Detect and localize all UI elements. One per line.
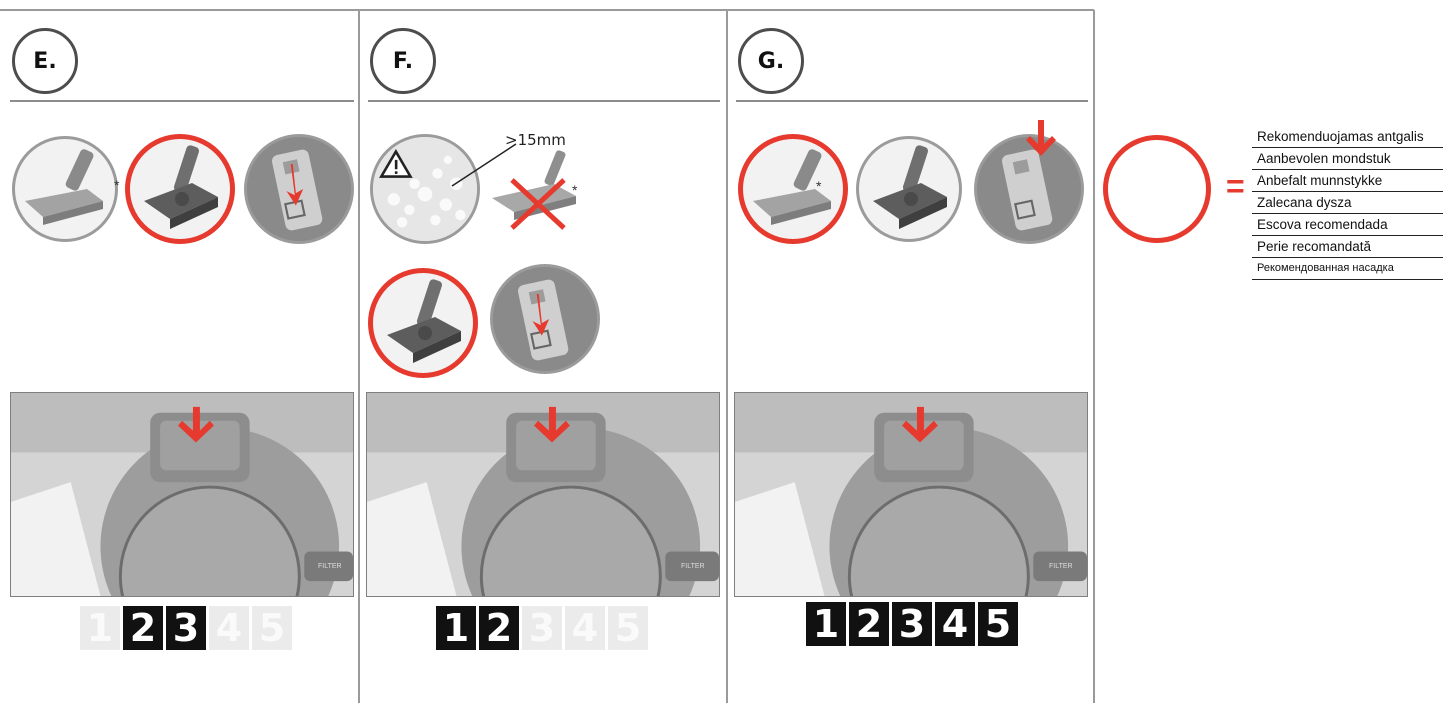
legend-translations: Rekomenduojamas antgalis Aanbevolen mond… [1252, 126, 1443, 280]
step-3: 3 [522, 606, 562, 650]
bag-indicator-icon [244, 134, 354, 244]
step-1: 1 [806, 602, 846, 646]
panel-g: G. * [728, 0, 1093, 703]
panel-header-rule [736, 100, 1088, 102]
panel-f: F. >15mm * [360, 0, 726, 703]
legend-recommended-circle [1103, 135, 1211, 243]
vacuum-photo: FILTER [734, 392, 1088, 597]
step-indicator: 1 2 3 4 5 [806, 602, 1018, 646]
nozzle-carpet-icon [125, 134, 235, 244]
step-3: 3 [166, 606, 206, 650]
panel-badge: E. [12, 28, 78, 94]
star-mark: * [114, 177, 119, 193]
panel-badge: G. [738, 28, 804, 94]
panel-header-rule [368, 100, 720, 102]
vacuum-photo: FILTER [10, 392, 354, 597]
arrow-down-icon [1026, 120, 1056, 160]
panel-e: E. * [0, 0, 358, 703]
nozzle-flat-crossed-icon [488, 150, 580, 232]
vacuum-photo: FILTER [366, 392, 720, 597]
nozzle-carpet-icon [856, 136, 962, 242]
step-5: 5 [608, 606, 648, 650]
divider-3 [1093, 10, 1095, 703]
panel-header-rule [10, 100, 354, 102]
star-mark: * [816, 178, 821, 194]
step-indicator: 1 2 3 4 5 [436, 606, 648, 650]
step-4: 4 [565, 606, 605, 650]
legend-equals: = [1226, 168, 1245, 205]
bag-indicator-icon [490, 264, 600, 374]
nozzle-flat-icon [738, 134, 848, 244]
filter-button-label: FILTER [318, 563, 342, 570]
panel-badge: F. [370, 28, 436, 94]
legend-lang-no: Anbefalt munnstykke [1252, 169, 1443, 191]
legend-lang-lt: Rekomenduojamas antgalis [1252, 126, 1443, 147]
filter-button-label: FILTER [681, 563, 705, 570]
step-3: 3 [892, 602, 932, 646]
filter-button-label: FILTER [1049, 563, 1073, 570]
step-2: 2 [479, 606, 519, 650]
nozzle-flat-icon [12, 136, 118, 242]
step-5: 5 [252, 606, 292, 650]
step-1: 1 [80, 606, 120, 650]
legend-lang-pl: Zalecana dysza [1252, 191, 1443, 213]
legend-lang-nl: Aanbevolen mondstuk [1252, 147, 1443, 169]
step-4: 4 [209, 606, 249, 650]
step-2: 2 [123, 606, 163, 650]
legend-lang-ro: Perie recomandată [1252, 235, 1443, 257]
step-indicator: 1 2 3 4 5 [80, 606, 292, 650]
legend-lang-ru: Рекомендованная насадка [1252, 257, 1443, 280]
step-1: 1 [436, 606, 476, 650]
step-5: 5 [978, 602, 1018, 646]
legend-lang-pt: Escova recomendada [1252, 213, 1443, 235]
nozzle-carpet-icon [368, 268, 478, 378]
star-mark: * [572, 182, 577, 198]
pile-height-annotation: >15mm [505, 131, 566, 149]
step-4: 4 [935, 602, 975, 646]
step-2: 2 [849, 602, 889, 646]
